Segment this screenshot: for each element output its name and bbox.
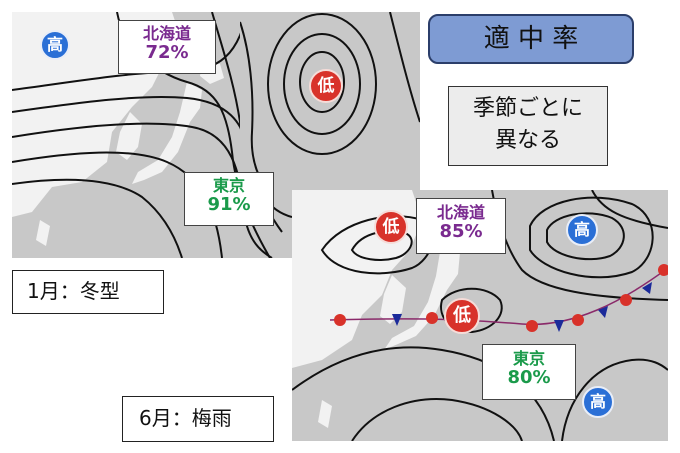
winter-high-pressure-icon: 高	[40, 30, 70, 60]
winter-tokyo-rate: 東京 91%	[184, 172, 274, 226]
winter-tokyo-name: 東京	[212, 176, 245, 195]
rainy-high-pressure-icon-north: 高	[566, 214, 598, 246]
rainy-high-label-2: 高	[589, 392, 606, 411]
rainy-low-pressure-icon-north: 低	[374, 210, 408, 244]
rainy-tokyo-pct: 80%	[507, 367, 551, 389]
winter-caption: 1月：冬型	[12, 270, 164, 314]
rainy-high-pressure-icon-south: 高	[582, 386, 614, 418]
rainy-caption-text: 6月：梅雨	[139, 406, 232, 430]
rainy-low-label-1: 低	[382, 217, 400, 237]
stationary-front	[329, 264, 668, 332]
winter-hokkaido-rate: 北海道 72%	[118, 20, 216, 74]
japan-land	[132, 82, 202, 184]
rainy-high-label-1: 高	[573, 220, 590, 239]
title-box: 適 中 率	[428, 14, 634, 64]
rainy-japan-land	[384, 240, 460, 350]
winter-hokkaido-pct: 72%	[145, 42, 189, 64]
title-text: 適 中 率	[483, 24, 579, 54]
winter-tokyo-pct: 91%	[207, 194, 251, 216]
winter-low-label: 低	[317, 76, 335, 96]
rainy-korea-land	[380, 275, 406, 324]
winter-caption-text: 1月：冬型	[27, 279, 120, 303]
rainy-hokkaido-name: 北海道	[436, 203, 485, 222]
rainy-taiwan-land	[318, 400, 332, 428]
winter-high-label: 高	[46, 35, 63, 54]
note-line-2: 異なる	[494, 128, 561, 153]
note-line-1: 季節ごとに	[472, 96, 583, 121]
taiwan-land	[36, 220, 50, 246]
rainy-tokyo-rate: 東京 80%	[482, 344, 576, 400]
note-box: 季節ごとに 異なる	[448, 86, 608, 166]
rainy-low-pressure-icon-south: 低	[444, 298, 480, 334]
rainy-low-label-2: 低	[453, 305, 471, 326]
rainy-tokyo-name: 東京	[512, 349, 545, 368]
rainy-hokkaido-pct: 85%	[439, 221, 483, 243]
rainy-hokkaido-rate: 北海道 85%	[416, 198, 506, 254]
rainy-caption: 6月：梅雨	[122, 396, 274, 442]
winter-hokkaido-name: 北海道	[142, 24, 191, 43]
winter-low-pressure-icon: 低	[309, 69, 343, 103]
